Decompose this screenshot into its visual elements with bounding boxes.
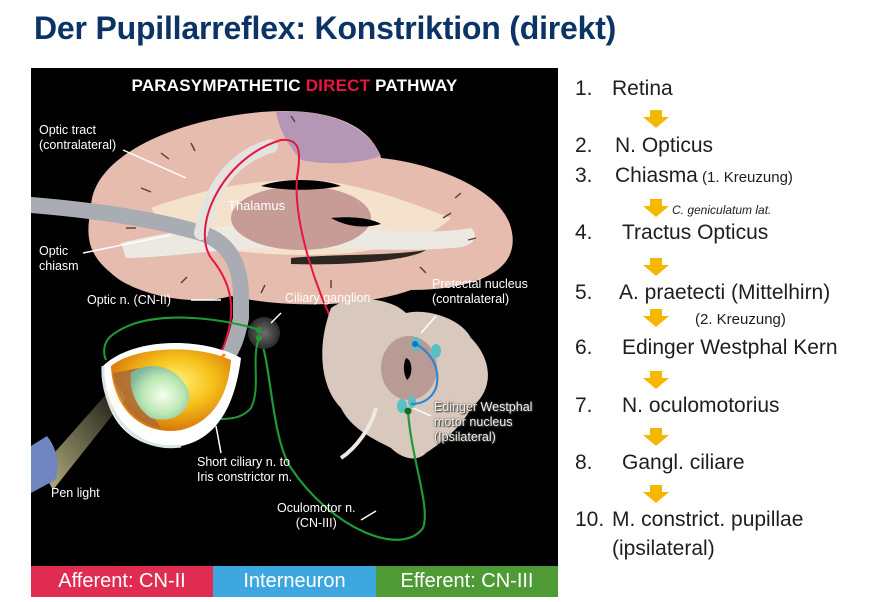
down-arrow-icon (643, 485, 669, 503)
step-item: 10. M. constrict. pupillae (575, 508, 803, 532)
label-optic-tract-line2: (contralateral) (39, 138, 117, 152)
step-text: Tractus Opticus (622, 221, 769, 244)
step-text: Gangl. ciliare (622, 451, 745, 474)
label-oculomotor-nerve: Oculomotor n. (CN-III) (277, 501, 356, 531)
step-item: 1. Retina (575, 77, 673, 101)
brain-section (88, 110, 513, 305)
label-pretectal-nucleus: Pretectal nucleus (contralateral) (432, 277, 528, 307)
down-arrow-icon (643, 110, 669, 128)
label-pretectal-line1: Pretectal nucleus (432, 277, 528, 291)
label-optic-tract: Optic tract (contralateral) (39, 123, 116, 153)
step-item: 4. Tractus Opticus (575, 221, 768, 245)
label-short-ciliary-line2: Iris constrictor m. (197, 470, 293, 484)
label-optic-nerve: Optic n. (CN-II) (87, 293, 172, 307)
efferent-pathway (258, 335, 426, 541)
label-thalamus: Thalamus (228, 198, 286, 213)
label-optic-chiasm: Optic chiasm (39, 244, 79, 274)
pen-light (31, 436, 58, 493)
label-oculomotor-line1: Oculomotor n. (277, 501, 356, 515)
pathway-figure: PARASYMPATHETIC DIRECT PATHWAY Optic tra… (31, 68, 558, 597)
legend-efferent: Efferent: CN-III (376, 566, 558, 597)
label-ew-line2: motor nucleus (434, 415, 513, 429)
midbrain (322, 298, 488, 460)
step-item-continuation: (ipsilateral) (612, 537, 715, 560)
step-text: A. praetecti (Mittelhirn) (619, 281, 831, 304)
note-geniculatum: C. geniculatum lat. (672, 203, 772, 217)
step-number: 5. (575, 281, 593, 304)
down-arrow-icon (643, 371, 669, 389)
step-text: M. constrict. pupillae (612, 508, 804, 531)
figure-title: PARASYMPATHETIC DIRECT PATHWAY (31, 76, 558, 96)
label-short-ciliary: Short ciliary n. to Iris constrictor m. (197, 455, 292, 485)
legend-interneuron: Interneuron (213, 566, 376, 597)
label-ew-line1: Edinger Westphal (434, 400, 533, 414)
label-optic-tract-line1: Optic tract (39, 123, 96, 137)
note-second-crossing: (2. Kreuzung) (695, 311, 786, 328)
step-text: Retina (612, 77, 673, 100)
label-ew-line3: (Ipsilateral) (434, 430, 496, 444)
light-beam (41, 383, 126, 490)
down-arrow-icon (643, 199, 669, 217)
step-number: 4. (575, 221, 593, 244)
down-arrow-icon (643, 428, 669, 446)
step-number: 3. (575, 164, 593, 187)
label-short-ciliary-line1: Short ciliary n. to (197, 455, 291, 469)
label-edinger-westphal: Edinger Westphal motor nucleus (Ipsilate… (434, 400, 532, 445)
pathway-illustration (31, 110, 513, 541)
step-number: 7. (575, 394, 593, 417)
interneuron-pathway (410, 343, 439, 406)
step-number: 2. (575, 134, 593, 157)
ciliary-ganglion (248, 317, 280, 349)
slide-title: Der Pupillarreflex: Konstriktion (direkt… (34, 10, 617, 46)
label-optic-chiasm-line1: Optic (39, 244, 69, 258)
legend-afferent: Afferent: CN-II (31, 566, 213, 597)
label-pen-light: Pen light (51, 486, 100, 500)
figure-title-highlight: DIRECT (305, 76, 371, 95)
optic-nerve (31, 197, 249, 371)
label-leaders (82, 149, 437, 521)
step-item: 8. Gangl. ciliare (575, 451, 745, 475)
label-optic-chiasm-line2: chiasm (39, 259, 79, 273)
figure-title-suffix: PATHWAY (370, 76, 458, 95)
step-item: 5. A. praetecti (Mittelhirn) (575, 281, 830, 305)
step-number: 8. (575, 451, 593, 474)
step-number: 6. (575, 336, 593, 359)
figure-title-prefix: PARASYMPATHETIC (131, 76, 306, 95)
label-ciliary-ganglion: Ciliary ganglion (285, 291, 371, 305)
eyeball (101, 343, 241, 449)
pathway-legend: Afferent: CN-II Interneuron Efferent: CN… (31, 566, 558, 597)
step-text: N. Opticus (615, 134, 714, 157)
step-item: 2. N. Opticus (575, 134, 713, 158)
step-text: Chiasma (615, 164, 698, 187)
step-number: 10. (575, 508, 605, 531)
step-text: N. oculomotorius (622, 394, 780, 417)
step-text: Edinger Westphal Kern (622, 336, 838, 359)
step-item: 7. N. oculomotorius (575, 394, 780, 418)
label-pretectal-line2: (contralateral) (432, 292, 510, 306)
reflex-steps-list: 1. Retina 2. N. Opticus 3. Chiasma (1. Kreu… (575, 0, 895, 602)
step-number: 1. (575, 77, 593, 100)
label-oculomotor-line2: (CN-III) (295, 516, 337, 530)
step-suffix: (1. Kreuzung) (697, 169, 793, 186)
step-item: 6. Edinger Westphal Kern (575, 336, 838, 360)
down-arrow-icon (643, 258, 669, 276)
step-item: 3. Chiasma (1. Kreuzung) (575, 164, 793, 190)
down-arrow-icon (643, 309, 669, 327)
